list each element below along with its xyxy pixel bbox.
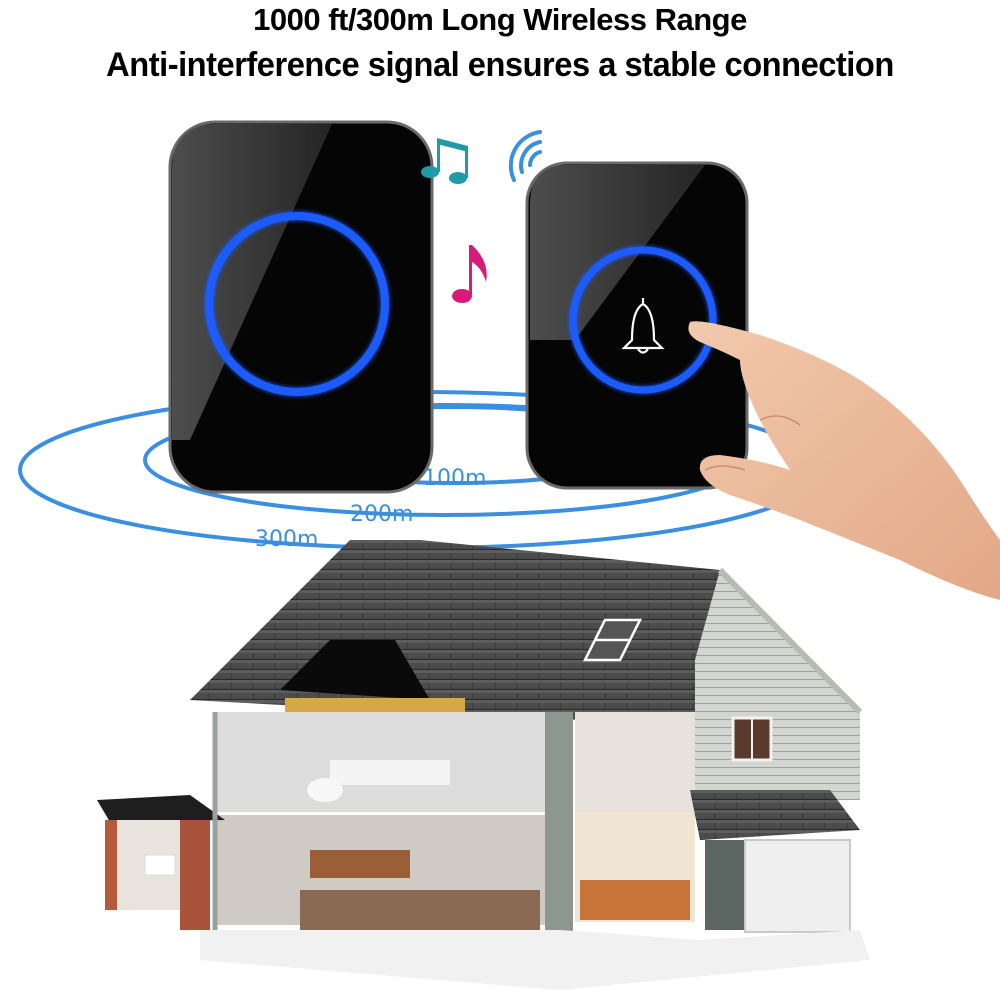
- range-label-300m: 300m: [255, 527, 319, 552]
- doorbell-button: [525, 161, 749, 490]
- music-note-single-icon: [452, 245, 487, 303]
- button-led-ring: [569, 246, 717, 394]
- bell-icon: [621, 298, 665, 354]
- house-illustration: [97, 540, 870, 990]
- music-note-double-icon: [421, 138, 468, 184]
- range-label-100m: 100m: [423, 466, 487, 491]
- receiver-led-ring: [205, 212, 389, 396]
- garage-door: [744, 839, 851, 933]
- hand-image: [688, 321, 1000, 600]
- wifi-signal-icon: [508, 130, 542, 182]
- receiver-unit: [168, 120, 434, 494]
- headline-range: 1000 ft/300m Long Wireless Range: [253, 2, 747, 37]
- radiator: [144, 854, 176, 876]
- range-label-200m: 200m: [350, 502, 414, 527]
- headline-stability: Anti-interference signal ensures a stabl…: [106, 46, 894, 84]
